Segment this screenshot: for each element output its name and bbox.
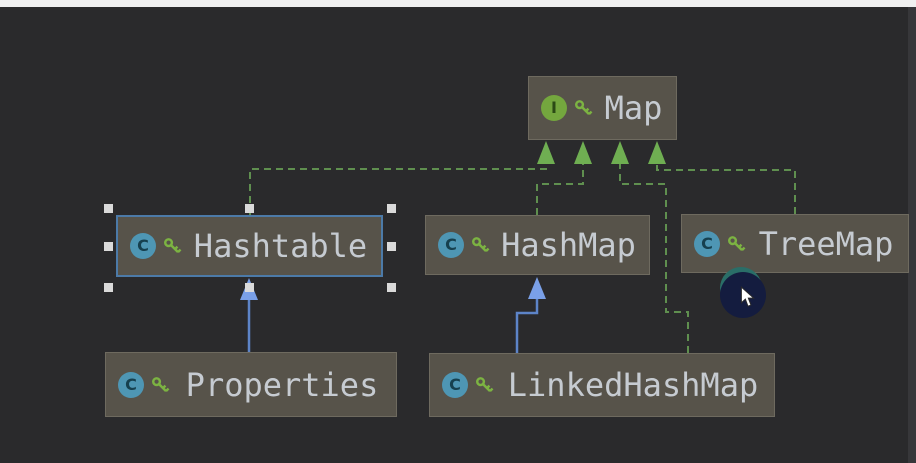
node-label: LinkedHashMap [507,366,759,404]
selection-handle-top-center[interactable] [245,204,254,213]
class-icon: C [694,230,720,257]
selection-handle-top-left[interactable] [104,204,113,213]
key-icon [152,376,170,392]
key-icon [164,238,182,253]
node-label: Properties [185,365,379,404]
top-letterbox-strip [0,0,916,7]
node-label: Map [604,89,663,127]
implements-arrowhead [648,141,666,164]
node-label: HashMap [501,226,636,264]
edge-hashtable-implements-map [249,162,547,215]
node-properties[interactable]: C Properties [105,352,397,417]
node-treemap[interactable]: C TreeMap [681,214,909,273]
node-label: TreeMap [758,224,894,263]
class-icon: C [130,233,156,259]
class-icon: C [118,371,144,398]
selection-handle-bottom-center[interactable] [245,283,254,292]
interface-icon: I [541,95,567,121]
key-icon [728,235,746,251]
selection-handle-bottom-right[interactable] [387,283,396,292]
edge-linkedhashmap-extends-hashmap [515,298,539,353]
node-label: Hashtable [193,227,368,265]
implements-arrowhead [611,141,629,164]
class-icon: C [438,232,464,258]
mouse-cursor-icon [740,286,756,307]
node-linkedhashmap[interactable]: C LinkedHashMap [429,353,775,417]
node-hashtable[interactable]: C Hashtable [116,215,383,277]
extends-arrowhead [528,277,546,299]
key-icon [472,237,490,252]
key-icon [575,100,593,115]
implements-arrowhead [574,141,592,164]
implements-arrowhead [537,141,555,164]
selection-handle-bottom-left[interactable] [104,283,113,292]
node-map[interactable]: I Map [528,76,677,140]
class-icon: C [442,372,468,398]
selection-handle-top-right[interactable] [387,204,396,213]
edge-hashmap-implements-map [536,162,584,215]
node-hashmap[interactable]: C HashMap [425,215,650,275]
key-icon [476,377,494,392]
edge-treemap-implements-map [656,162,796,214]
selection-handle-mid-left[interactable] [104,242,113,251]
right-edge-strip [908,7,916,463]
selection-handle-mid-right[interactable] [387,242,396,251]
